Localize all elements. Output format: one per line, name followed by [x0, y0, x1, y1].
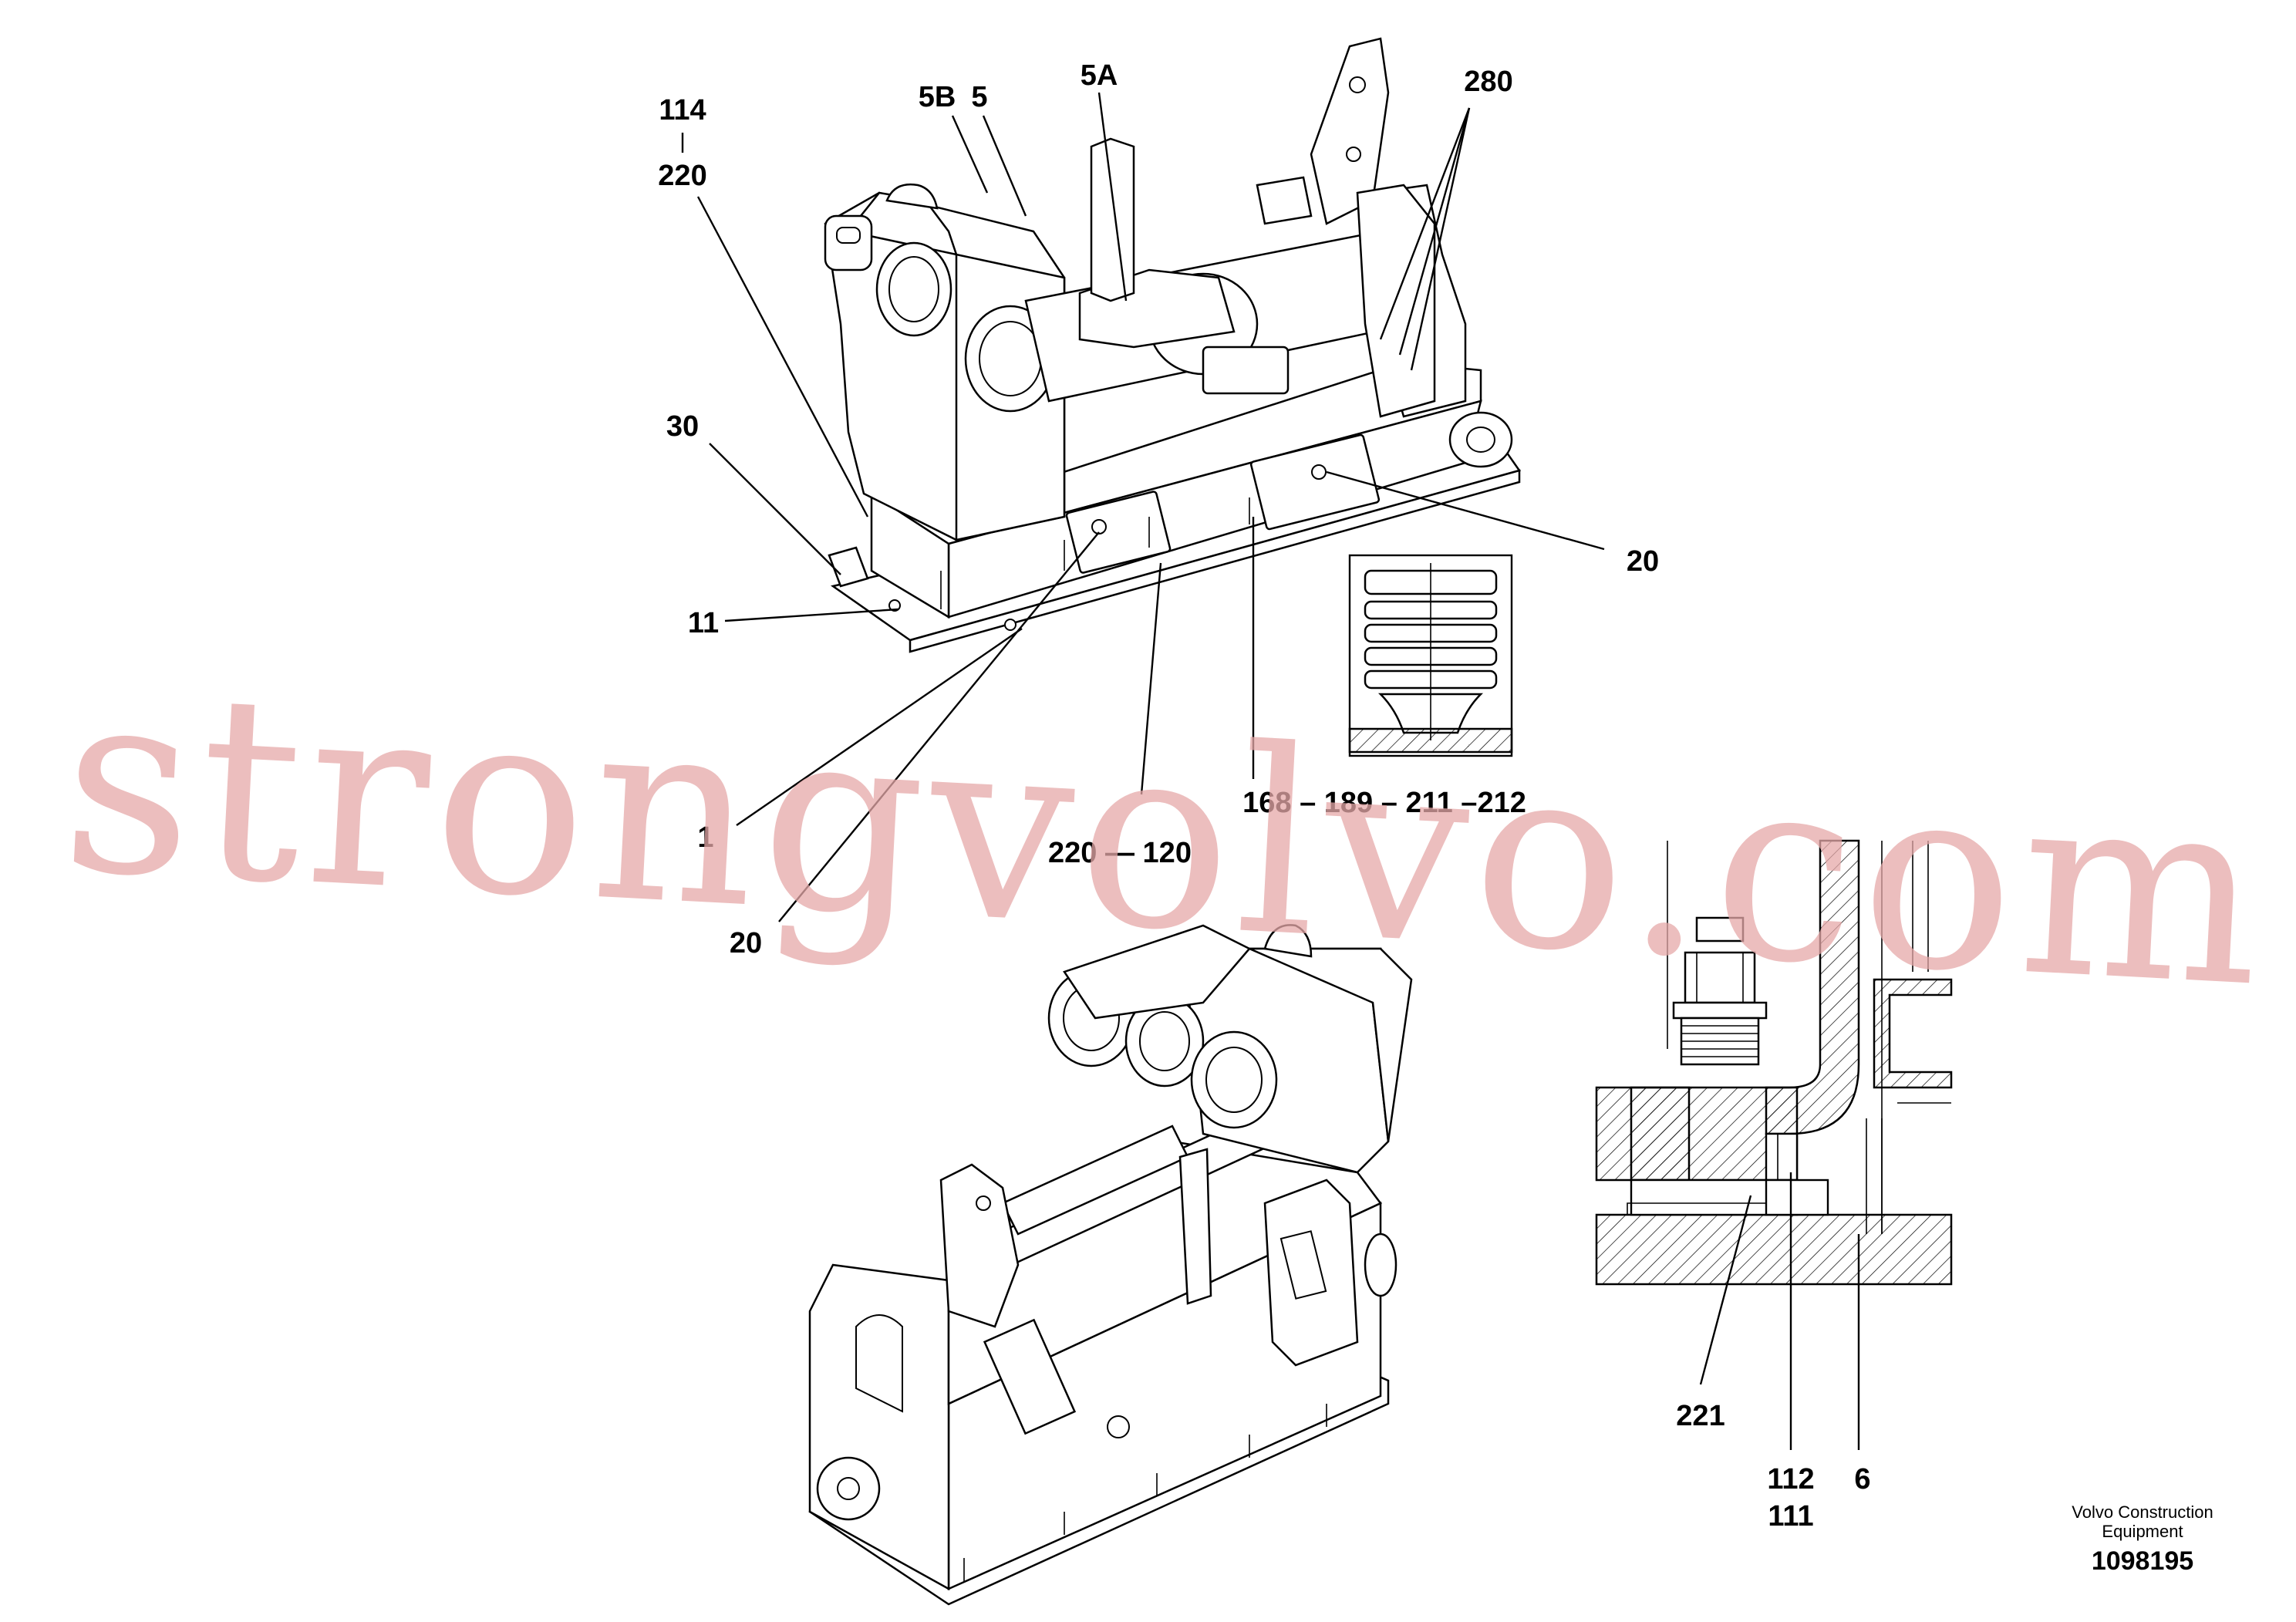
title-block: Volvo Construction Equipment 1098195 [2072, 1502, 2213, 1576]
callout-112: 112 [1767, 1463, 1814, 1496]
pad-detail-inset [1348, 554, 1513, 757]
callout-221: 221 [1676, 1400, 1725, 1432]
cross-section-detail [1595, 839, 1953, 1286]
callout-20-lower: 20 [730, 927, 762, 959]
callout-220: 220 [658, 160, 706, 192]
callout-5: 5 [971, 81, 987, 113]
company-name-line1: Volvo Construction [2072, 1502, 2213, 1522]
company-name-line2: Equipment [2102, 1522, 2183, 1541]
callout-111: 111 [1768, 1500, 1813, 1533]
callout-5a: 5A [1081, 59, 1118, 92]
watermark: strongvolvo.com [56, 632, 2274, 1044]
callout-labels: 114 220 5B 5 5A 280 30 11 20 168 – 189 –… [658, 59, 1870, 1533]
upper-frame-assembly [824, 37, 1522, 653]
callout-168-189-211-212: 168 – 189 – 211 –212 [1242, 787, 1526, 819]
lower-frame-assembly [808, 924, 1413, 1606]
callout-6: 6 [1854, 1463, 1870, 1496]
leader-lines [681, 92, 1860, 1450]
callout-20-upper: 20 [1627, 545, 1659, 578]
callout-5b: 5B [919, 81, 956, 113]
callout-30: 30 [666, 410, 699, 443]
callout-280: 280 [1464, 66, 1512, 98]
drawing-number: 1098195 [2092, 1546, 2193, 1576]
callout-11: 11 [688, 607, 719, 639]
callout-220-120: 220 — 120 [1048, 837, 1192, 869]
callout-114: 114 [659, 94, 706, 126]
callout-1: 1 [697, 821, 713, 854]
